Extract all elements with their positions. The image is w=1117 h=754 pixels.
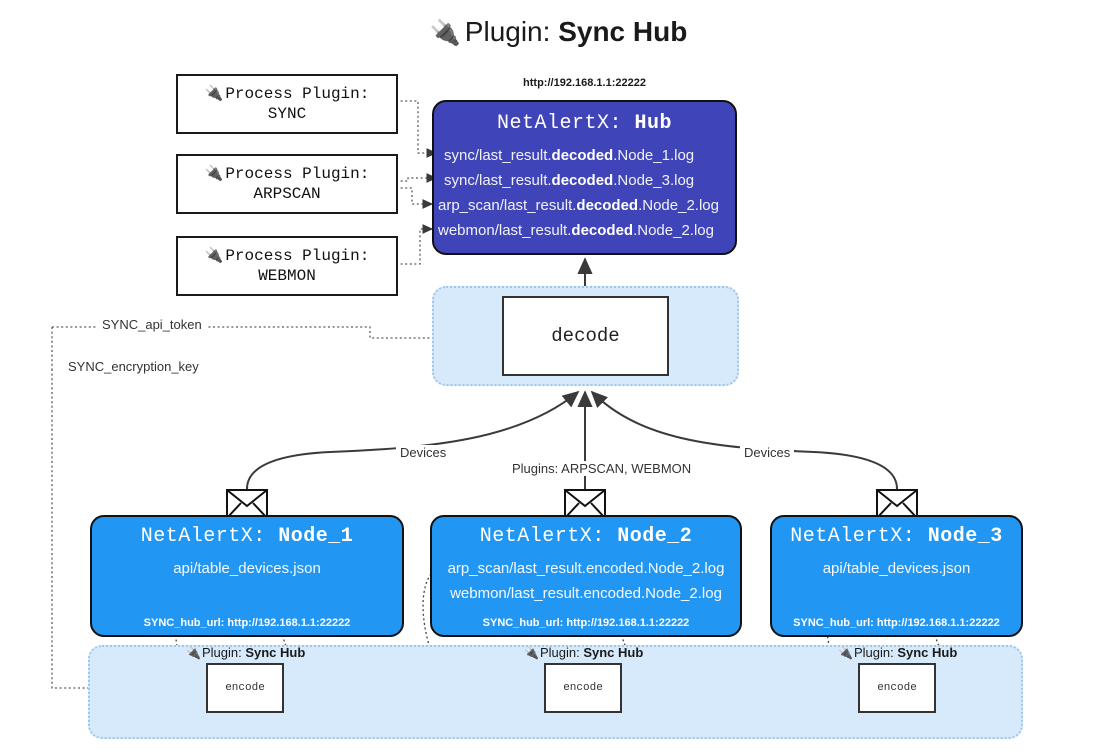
hub-url-label: http://192.168.1.1:22222 — [523, 77, 646, 89]
hub-log-line: webmon/last_result.decoded.Node_2.log — [434, 218, 735, 243]
hub-log-line: sync/last_result.decoded.Node_1.log — [434, 143, 735, 168]
log-post: .Node_1.log — [613, 147, 695, 164]
node-line-list: api/table_devices.json — [772, 556, 1021, 581]
plug-icon: 🔌 — [204, 164, 224, 182]
node-box-node-1[interactable]: NetAlertX: Node_1 api/table_devices.json… — [90, 515, 404, 637]
encode-box-node-3[interactable]: encode — [858, 663, 936, 713]
node-title: NetAlertX: Node_1 — [92, 525, 402, 548]
log-em: decoded — [551, 172, 614, 189]
node-box-node-2[interactable]: NetAlertX: Node_2 arp_scan/last_result.e… — [430, 515, 742, 637]
hub-title: NetAlertX: Hub — [434, 112, 735, 135]
process-plugin-name: WEBMON — [258, 267, 316, 285]
process-plugin-name: ARPSCAN — [253, 185, 321, 203]
encode-plugin-label-node-3: 🔌Plugin: Sync Hub — [838, 645, 957, 660]
log-em: decoded — [571, 222, 634, 239]
page-title-name: Sync Hub — [558, 16, 688, 47]
log-post: .Node_2.log — [633, 222, 714, 239]
plugin-label-prefix: Plugin: — [539, 645, 584, 660]
plug-icon: 🔌 — [838, 646, 853, 660]
plug-icon: 🔌 — [204, 84, 224, 102]
node-line: api/table_devices.json — [822, 560, 971, 577]
process-plugin-label: Process Plugin: — [225, 165, 370, 183]
plugin-label-prefix: Plugin: — [201, 645, 246, 660]
log-pre: webmon/last_result. — [438, 222, 572, 239]
node-line: arp_scan/last_result.encoded.Node_2.log — [447, 560, 725, 577]
node-hub-url: SYNC_hub_url: http://192.168.1.1:22222 — [143, 617, 351, 629]
log-pre: arp_scan/last_result. — [438, 197, 577, 214]
page-title-prefix: Plugin: — [464, 16, 559, 47]
node-line-list: arp_scan/last_result.encoded.Node_2.log … — [432, 556, 740, 606]
plugin-label-name: Sync Hub — [245, 645, 306, 660]
encode-box-node-1[interactable]: encode — [206, 663, 284, 713]
hub-title-prefix: NetAlertX: — [496, 112, 635, 135]
node-title: NetAlertX: Node_2 — [432, 525, 740, 548]
process-plugin-sync[interactable]: 🔌Process Plugin: SYNC — [176, 74, 398, 134]
decode-box[interactable]: decode — [502, 296, 669, 376]
plug-icon: 🔌 — [429, 19, 461, 47]
edge-label-devices-left: Devices — [396, 445, 451, 460]
node-title-name: Node_2 — [617, 525, 693, 548]
node-title-name: Node_1 — [278, 525, 354, 548]
edge-label-devices-right: Devices — [740, 445, 795, 460]
log-pre: sync/last_result. — [444, 147, 552, 164]
log-post: .Node_2.log — [638, 197, 719, 214]
node-title-prefix: NetAlertX: — [140, 525, 279, 548]
plugin-label-name: Sync Hub — [897, 645, 958, 660]
node-hub-url: SYNC_hub_url: http://192.168.1.1:22222 — [793, 617, 1000, 629]
secret-label-api-token: SYNC_api_token — [98, 317, 206, 332]
node-title-prefix: NetAlertX: — [479, 525, 618, 548]
plug-icon: 🔌 — [186, 646, 201, 660]
hub-node[interactable]: NetAlertX: Hub sync/last_result.decoded.… — [432, 100, 737, 255]
secret-label-encryption-key: SYNC_encryption_key — [64, 359, 203, 374]
log-pre: sync/last_result. — [444, 172, 552, 189]
process-plugin-arpscan[interactable]: 🔌Process Plugin: ARPSCAN — [176, 154, 398, 214]
plug-icon: 🔌 — [204, 246, 224, 264]
encode-plugin-label-node-2: 🔌Plugin: Sync Hub — [524, 645, 643, 660]
page-title: 🔌Plugin: Sync Hub — [0, 16, 1117, 48]
log-post: .Node_3.log — [613, 172, 695, 189]
process-plugin-webmon[interactable]: 🔌Process Plugin: WEBMON — [176, 236, 398, 296]
plug-icon: 🔌 — [524, 646, 539, 660]
node-line-list: api/table_devices.json — [92, 556, 402, 581]
log-em: decoded — [551, 147, 614, 164]
hub-log-line: arp_scan/last_result.decoded.Node_2.log — [434, 193, 735, 218]
plugin-label-name: Sync Hub — [583, 645, 644, 660]
process-plugin-label: Process Plugin: — [225, 85, 370, 103]
process-plugin-name: SYNC — [267, 105, 307, 123]
node-line: api/table_devices.json — [173, 560, 321, 577]
encode-box-node-2[interactable]: encode — [544, 663, 622, 713]
encode-plugin-label-node-1: 🔌Plugin: Sync Hub — [186, 645, 305, 660]
plugin-label-prefix: Plugin: — [853, 645, 898, 660]
node-hub-url: SYNC_hub_url: http://192.168.1.1:22222 — [482, 617, 690, 629]
hub-log-list: sync/last_result.decoded.Node_1.log sync… — [434, 143, 735, 243]
log-em: decoded — [576, 197, 639, 214]
edge-label-plugins-center: Plugins: ARPSCAN, WEBMON — [508, 461, 696, 476]
hub-title-name: Hub — [634, 112, 673, 135]
node-title: NetAlertX: Node_3 — [772, 525, 1021, 548]
node-title-name: Node_3 — [927, 525, 1003, 548]
hub-log-line: sync/last_result.decoded.Node_3.log — [434, 168, 735, 193]
process-plugin-label: Process Plugin: — [225, 247, 370, 265]
node-title-prefix: NetAlertX: — [790, 525, 928, 548]
node-line: webmon/last_result.encoded.Node_2.log — [450, 585, 722, 602]
node-box-node-3[interactable]: NetAlertX: Node_3 api/table_devices.json… — [770, 515, 1023, 637]
